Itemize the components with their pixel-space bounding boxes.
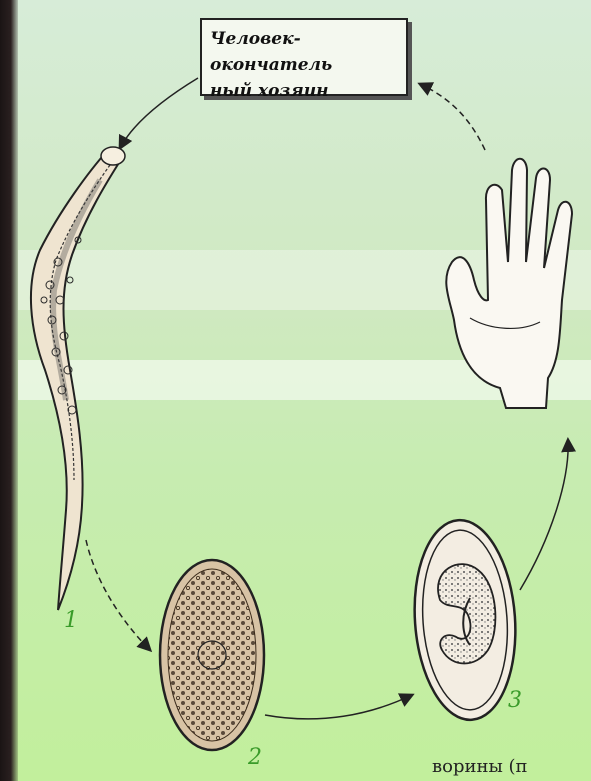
arrow-hand-to-host [420, 84, 485, 150]
arrow-host-to-worm [120, 78, 198, 148]
hand-illustration [446, 159, 572, 408]
stage-label-1: 1 [64, 608, 78, 633]
title-line-2: ный хозяин [210, 78, 398, 104]
arrow-egg-to-larva-egg [265, 695, 412, 719]
egg-illustration [160, 560, 264, 750]
stage-label-3: 3 [508, 688, 522, 713]
pinworm-illustration [31, 147, 125, 610]
arrow-larva-egg-to-hand [520, 440, 568, 590]
arrow-worm-to-egg [86, 540, 150, 650]
larva-egg-illustration [408, 517, 522, 723]
stage-label-2: 2 [248, 745, 262, 770]
definitive-host-box: Человек-окончатель ный хозяин [200, 18, 408, 96]
title-line-1: Человек-окончатель [210, 26, 398, 78]
page-footer-text: ворины (п [432, 756, 528, 777]
